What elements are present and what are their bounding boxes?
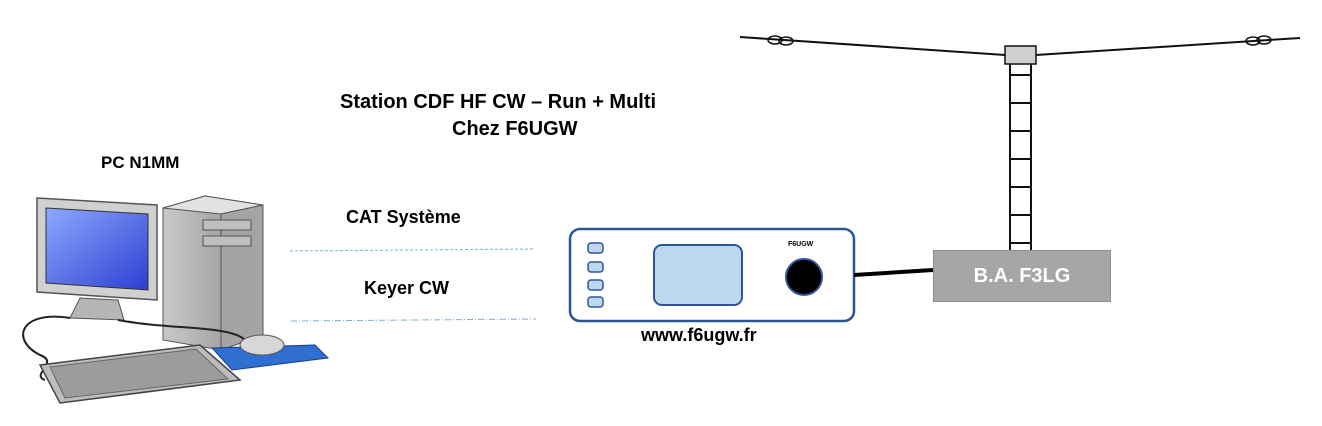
diagram-title: Station CDF HF CW – Run + Multi [340,91,657,113]
cat-link-label: CAT Système [346,207,461,227]
computer-label: PC N1MM [101,153,180,172]
website-label: www.f6ugw.fr [641,325,757,345]
coax-line [853,268,934,277]
dipole-antenna-icon [739,35,1301,250]
desktop-computer-icon [22,195,330,404]
diagram-subtitle: Chez F6UGW [452,118,578,140]
antenna-tuner-box: B.A. F3LG [933,250,1111,302]
keyer-link-label: Keyer CW [364,278,450,298]
keyer-link-line [290,318,537,322]
cat-link-line [289,248,534,252]
radio-brand-label: F6UGW [788,241,814,248]
antenna-tuner-label: B.A. F3LG [973,264,1071,287]
transceiver-icon [568,227,856,323]
